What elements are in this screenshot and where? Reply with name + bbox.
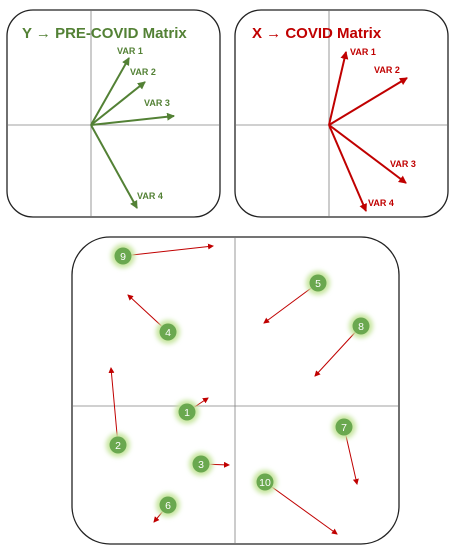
node-4: 4: [156, 320, 180, 344]
node-6-label: 6: [165, 500, 171, 512]
pre-covid-title: Y → PRE-COVID Matrix: [22, 25, 187, 42]
node-5-label: 5: [315, 278, 321, 290]
covid-frame: [234, 9, 449, 218]
node-8: 8: [349, 314, 373, 338]
node-7: 7: [332, 415, 356, 439]
node-5: 5: [306, 271, 330, 295]
pre-covid-frame: [6, 9, 221, 218]
node-2: 2: [106, 433, 130, 457]
node-9: 9: [111, 244, 135, 268]
covid-var3-vector: [328, 124, 407, 184]
shift-map-panel: 1 2 3 4 5 6 7: [71, 236, 400, 545]
covid-var2-label: VAR 2: [374, 65, 400, 75]
node-8-label: 8: [358, 321, 364, 333]
node-6: 6: [156, 493, 180, 517]
node-2-label: 2: [115, 440, 121, 452]
covid-var4-vector: [328, 124, 367, 212]
pre-covid-var4-label: VAR 4: [137, 191, 163, 201]
covid-panel: X → COVID Matrix VAR 1 VAR 2 VAR 3 VAR 4: [234, 9, 449, 218]
node-1: 1: [175, 400, 199, 424]
covid-title: X → COVID Matrix: [252, 25, 382, 42]
shift-map-frame: [71, 236, 400, 545]
node-10: 10: [253, 470, 277, 494]
node-3: 3: [189, 452, 213, 476]
covid-var3-label: VAR 3: [390, 159, 416, 169]
pre-covid-var2-vector: [90, 81, 146, 126]
node2-shift-arrow: [108, 367, 119, 446]
node-4-label: 4: [165, 327, 171, 339]
covid-var1-vector: [328, 51, 349, 126]
pre-covid-panel: Y → PRE-COVID Matrix VAR 1 VAR 2 VAR 3 V…: [6, 9, 221, 218]
pre-covid-var3-vector: [90, 112, 175, 126]
node-10-label: 10: [259, 477, 271, 489]
covid-var1-label: VAR 1: [350, 47, 376, 57]
node-9-label: 9: [120, 251, 126, 263]
node-7-label: 7: [341, 422, 347, 434]
pre-covid-var4-vector: [90, 124, 138, 209]
covid-var4-label: VAR 4: [368, 198, 394, 208]
pre-covid-var1-vector: [90, 57, 130, 126]
pre-covid-var2-label: VAR 2: [130, 67, 156, 77]
pre-covid-var1-label: VAR 1: [117, 46, 143, 56]
pre-covid-var3-label: VAR 3: [144, 98, 170, 108]
node-3-label: 3: [198, 459, 204, 471]
covid-var2-vector: [328, 77, 408, 126]
node9-shift-arrow: [122, 243, 214, 257]
node-1-label: 1: [184, 407, 190, 419]
node10-shift-arrow: [264, 481, 338, 535]
